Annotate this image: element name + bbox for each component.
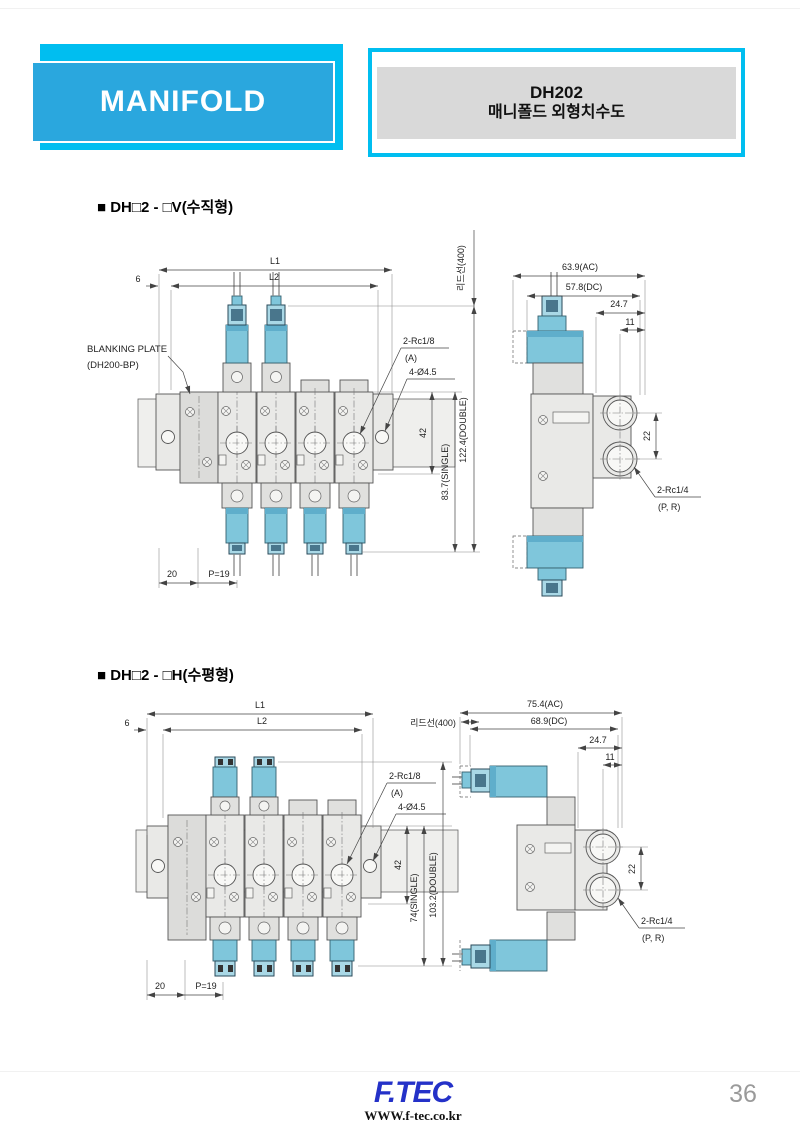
dim-port-pr2: (P, R)	[658, 502, 680, 512]
section-title-horizontal: ■ DH□2 - □H(수평형)	[97, 667, 234, 684]
dim-pitch: P=19	[195, 981, 216, 991]
page-number: 36	[729, 1080, 757, 1108]
blanking-plate	[179, 391, 219, 484]
dim-pitch: P=19	[208, 569, 229, 579]
v-side-view: 63.9(AC) 57.8(DC) 24.7 11 22 2-Rc1/4 (P,…	[512, 262, 701, 597]
model-subtitle: 매니폴드 외형치수도	[488, 104, 625, 122]
ftec-logo: F.TEC	[373, 1076, 453, 1109]
dim-6: 6	[124, 718, 129, 728]
dim-port-pr2: (P, R)	[642, 933, 664, 943]
dim-hole: 4-Ø4.5	[398, 802, 426, 812]
dim-42: 42	[418, 428, 428, 438]
model-number: DH202	[530, 82, 583, 102]
dim-20: 20	[155, 981, 165, 991]
footer-url: WWW.f-tec.co.kr	[364, 1108, 462, 1123]
h-side-view: 75.4(AC) 68.9(DC) 24.7 11 22 2-Rc1/4 (P,…	[452, 699, 685, 972]
dim-11: 11	[605, 752, 614, 762]
dim-lead-wire: 리드선(400)	[410, 718, 456, 728]
dim-hole: 4-Ø4.5	[409, 367, 437, 377]
header-title-box: MANIFOLD	[31, 61, 335, 143]
dim-22: 22	[627, 864, 637, 874]
dim-port-a2: (A)	[405, 353, 417, 363]
dim-11: 11	[625, 317, 634, 327]
dim-ac-width: 75.4(AC)	[527, 699, 563, 709]
h-front-view: L1 L2 6 리드선(400) 2-Rc1/8 (A) 4-Ø4.5 42 7…	[124, 700, 479, 1000]
dim-22: 22	[642, 431, 652, 441]
label-blanking-plate-code: (DH200-BP)	[87, 360, 139, 371]
dim-single-height: 83.7(SINGLE)	[440, 444, 450, 501]
dim-l2: L2	[269, 272, 279, 282]
dim-port-a: 2-Rc1/8	[403, 336, 435, 346]
dim-24-7: 24.7	[610, 299, 628, 309]
dim-port-pr: 2-Rc1/4	[641, 916, 673, 926]
dim-l2: L2	[257, 716, 267, 726]
header-model-box: DH202 매니폴드 외형치수도	[368, 48, 745, 157]
blanking-plate	[167, 814, 207, 941]
dim-lead-wire: 리드선(400)	[456, 245, 466, 291]
v-front-view: L1 L2 6 리드선(400) BLANKING PLATE (DH200-B…	[87, 230, 480, 588]
label-blanking-plate: BLANKING PLATE	[87, 344, 167, 355]
dim-6: 6	[135, 274, 140, 284]
top-rule	[0, 8, 800, 9]
section-title-vertical: ■ DH□2 - □V(수직형)	[97, 199, 234, 216]
dim-24-7: 24.7	[589, 735, 607, 745]
dim-dc-width: 68.9(DC)	[531, 716, 568, 726]
drawing-h-type: L1 L2 6 리드선(400) 2-Rc1/8 (A) 4-Ø4.5 42 7…	[124, 699, 685, 1000]
dim-port-a2: (A)	[391, 788, 403, 798]
dim-port-pr: 2-Rc1/4	[657, 485, 689, 495]
dim-20: 20	[167, 569, 177, 579]
header-model-band: DH202 매니폴드 외형치수도	[377, 66, 736, 139]
dim-42: 42	[393, 860, 403, 870]
dim-l1: L1	[270, 256, 280, 266]
page-title: MANIFOLD	[99, 85, 267, 118]
dim-port-a: 2-Rc1/8	[389, 771, 421, 781]
drawing-v-type: L1 L2 6 리드선(400) BLANKING PLATE (DH200-B…	[87, 230, 701, 597]
dim-single-height: 74(SINGLE)	[409, 873, 419, 922]
dim-double-height: 122.4(DOUBLE)	[458, 397, 468, 463]
footer-rule	[0, 1071, 800, 1072]
dim-ac-width: 63.9(AC)	[562, 262, 598, 272]
dim-double-height: 103.2(DOUBLE)	[428, 852, 438, 918]
dim-dc-width: 57.8(DC)	[566, 282, 603, 292]
dim-l1: L1	[255, 700, 265, 710]
